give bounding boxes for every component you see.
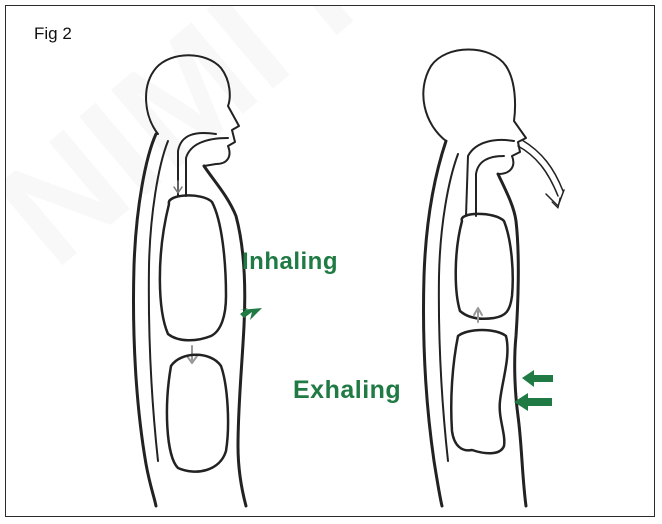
inhaling-label: Inhaling	[242, 248, 338, 276]
exhaling-front	[498, 174, 526, 506]
exhaling-abdomen-cavity	[451, 330, 507, 453]
exhaling-head	[423, 50, 526, 175]
inhaling-back	[134, 134, 157, 506]
exhaling-arrows-icon	[514, 370, 553, 411]
inhaling-chest-cavity	[160, 195, 226, 340]
exhaling-back	[423, 141, 446, 506]
figure-frame: NIMI REPUBLISHED Fig 2	[5, 5, 655, 517]
inhaling-figure	[134, 55, 247, 506]
exhaling-arrow-upper	[522, 370, 553, 387]
exhaling-figure	[423, 50, 564, 507]
exhaling-chest-cavity	[456, 214, 513, 319]
exhale-stream	[518, 146, 558, 196]
exhaling-label: Exhaling	[293, 376, 401, 405]
exhaling-arrow-lower	[514, 393, 552, 411]
inhaling-head	[146, 55, 239, 166]
inhaling-abdomen-cavity	[167, 355, 228, 472]
